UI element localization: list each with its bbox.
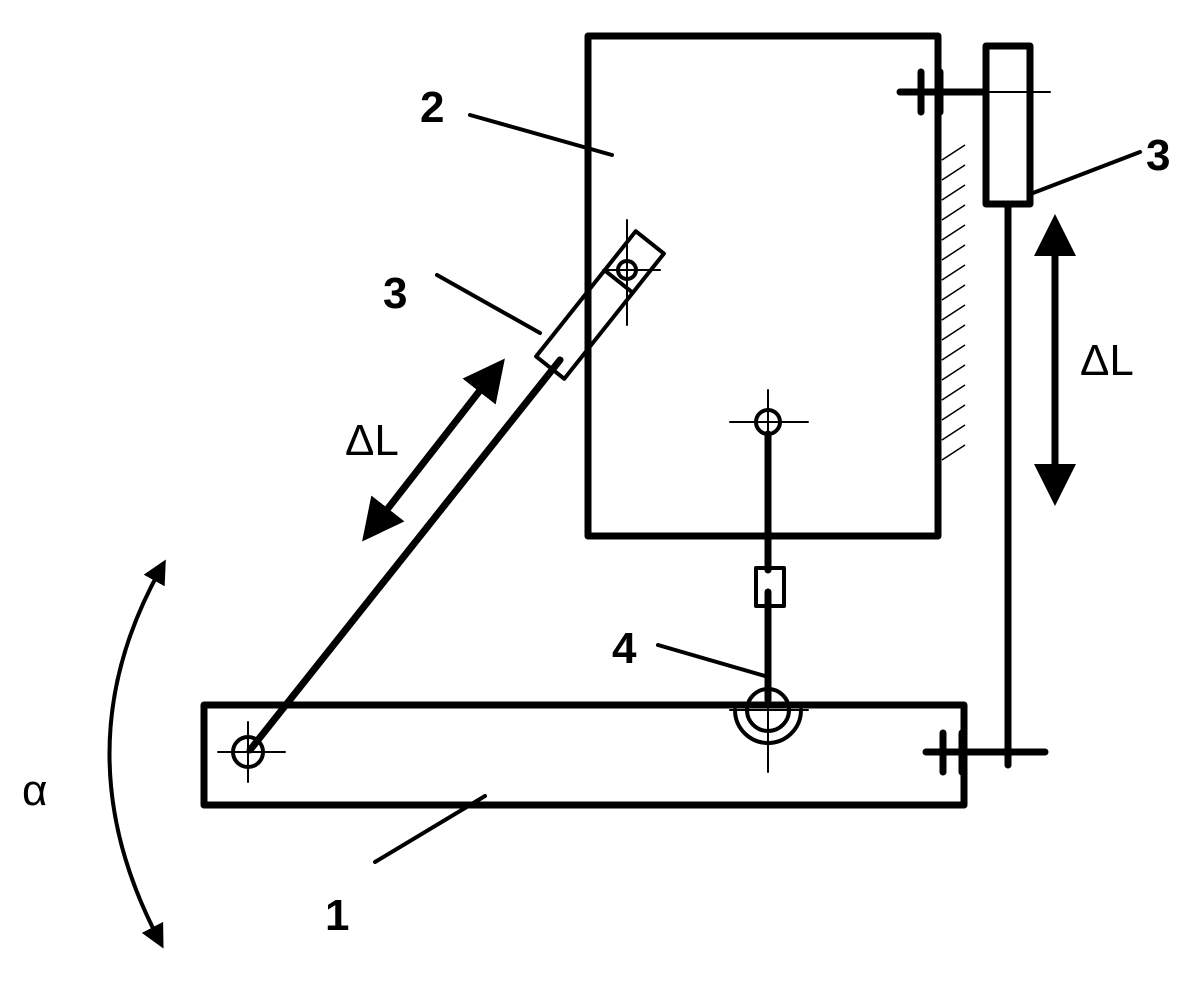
label-part-2: 2 bbox=[420, 83, 444, 132]
left-actuator-rod bbox=[246, 356, 564, 754]
label-part-1: 1 bbox=[325, 891, 349, 940]
label-delta-l-right: ΔL bbox=[1080, 336, 1134, 385]
leader-part-1 bbox=[373, 794, 487, 864]
body-part-2 bbox=[584, 32, 942, 540]
left-actuator-top-pin bbox=[602, 219, 661, 326]
leader-part-3-right bbox=[1031, 150, 1142, 195]
right-actuator-cylinder bbox=[982, 42, 1034, 208]
label-part-4: 4 bbox=[612, 624, 637, 673]
label-alpha: α bbox=[22, 766, 47, 815]
label-part-3-right: 3 bbox=[1146, 131, 1170, 180]
guide-hatching bbox=[941, 144, 966, 461]
ball-joint-part-4 bbox=[729, 687, 809, 773]
leader-part-3-left bbox=[435, 273, 542, 335]
label-delta-l-left: ΔL bbox=[345, 416, 399, 465]
leader-part-2 bbox=[468, 113, 614, 157]
label-part-3-left: 3 bbox=[383, 269, 407, 318]
bottom-hinge-joint bbox=[922, 729, 1049, 776]
base-part-1 bbox=[200, 701, 968, 809]
delta-l-left-arrow bbox=[362, 358, 505, 542]
left-actuator-cylinder bbox=[534, 229, 666, 381]
alpha-rotation-arrow bbox=[107, 559, 166, 949]
top-hinge-joint bbox=[896, 68, 1051, 116]
leader-part-4 bbox=[656, 643, 767, 678]
